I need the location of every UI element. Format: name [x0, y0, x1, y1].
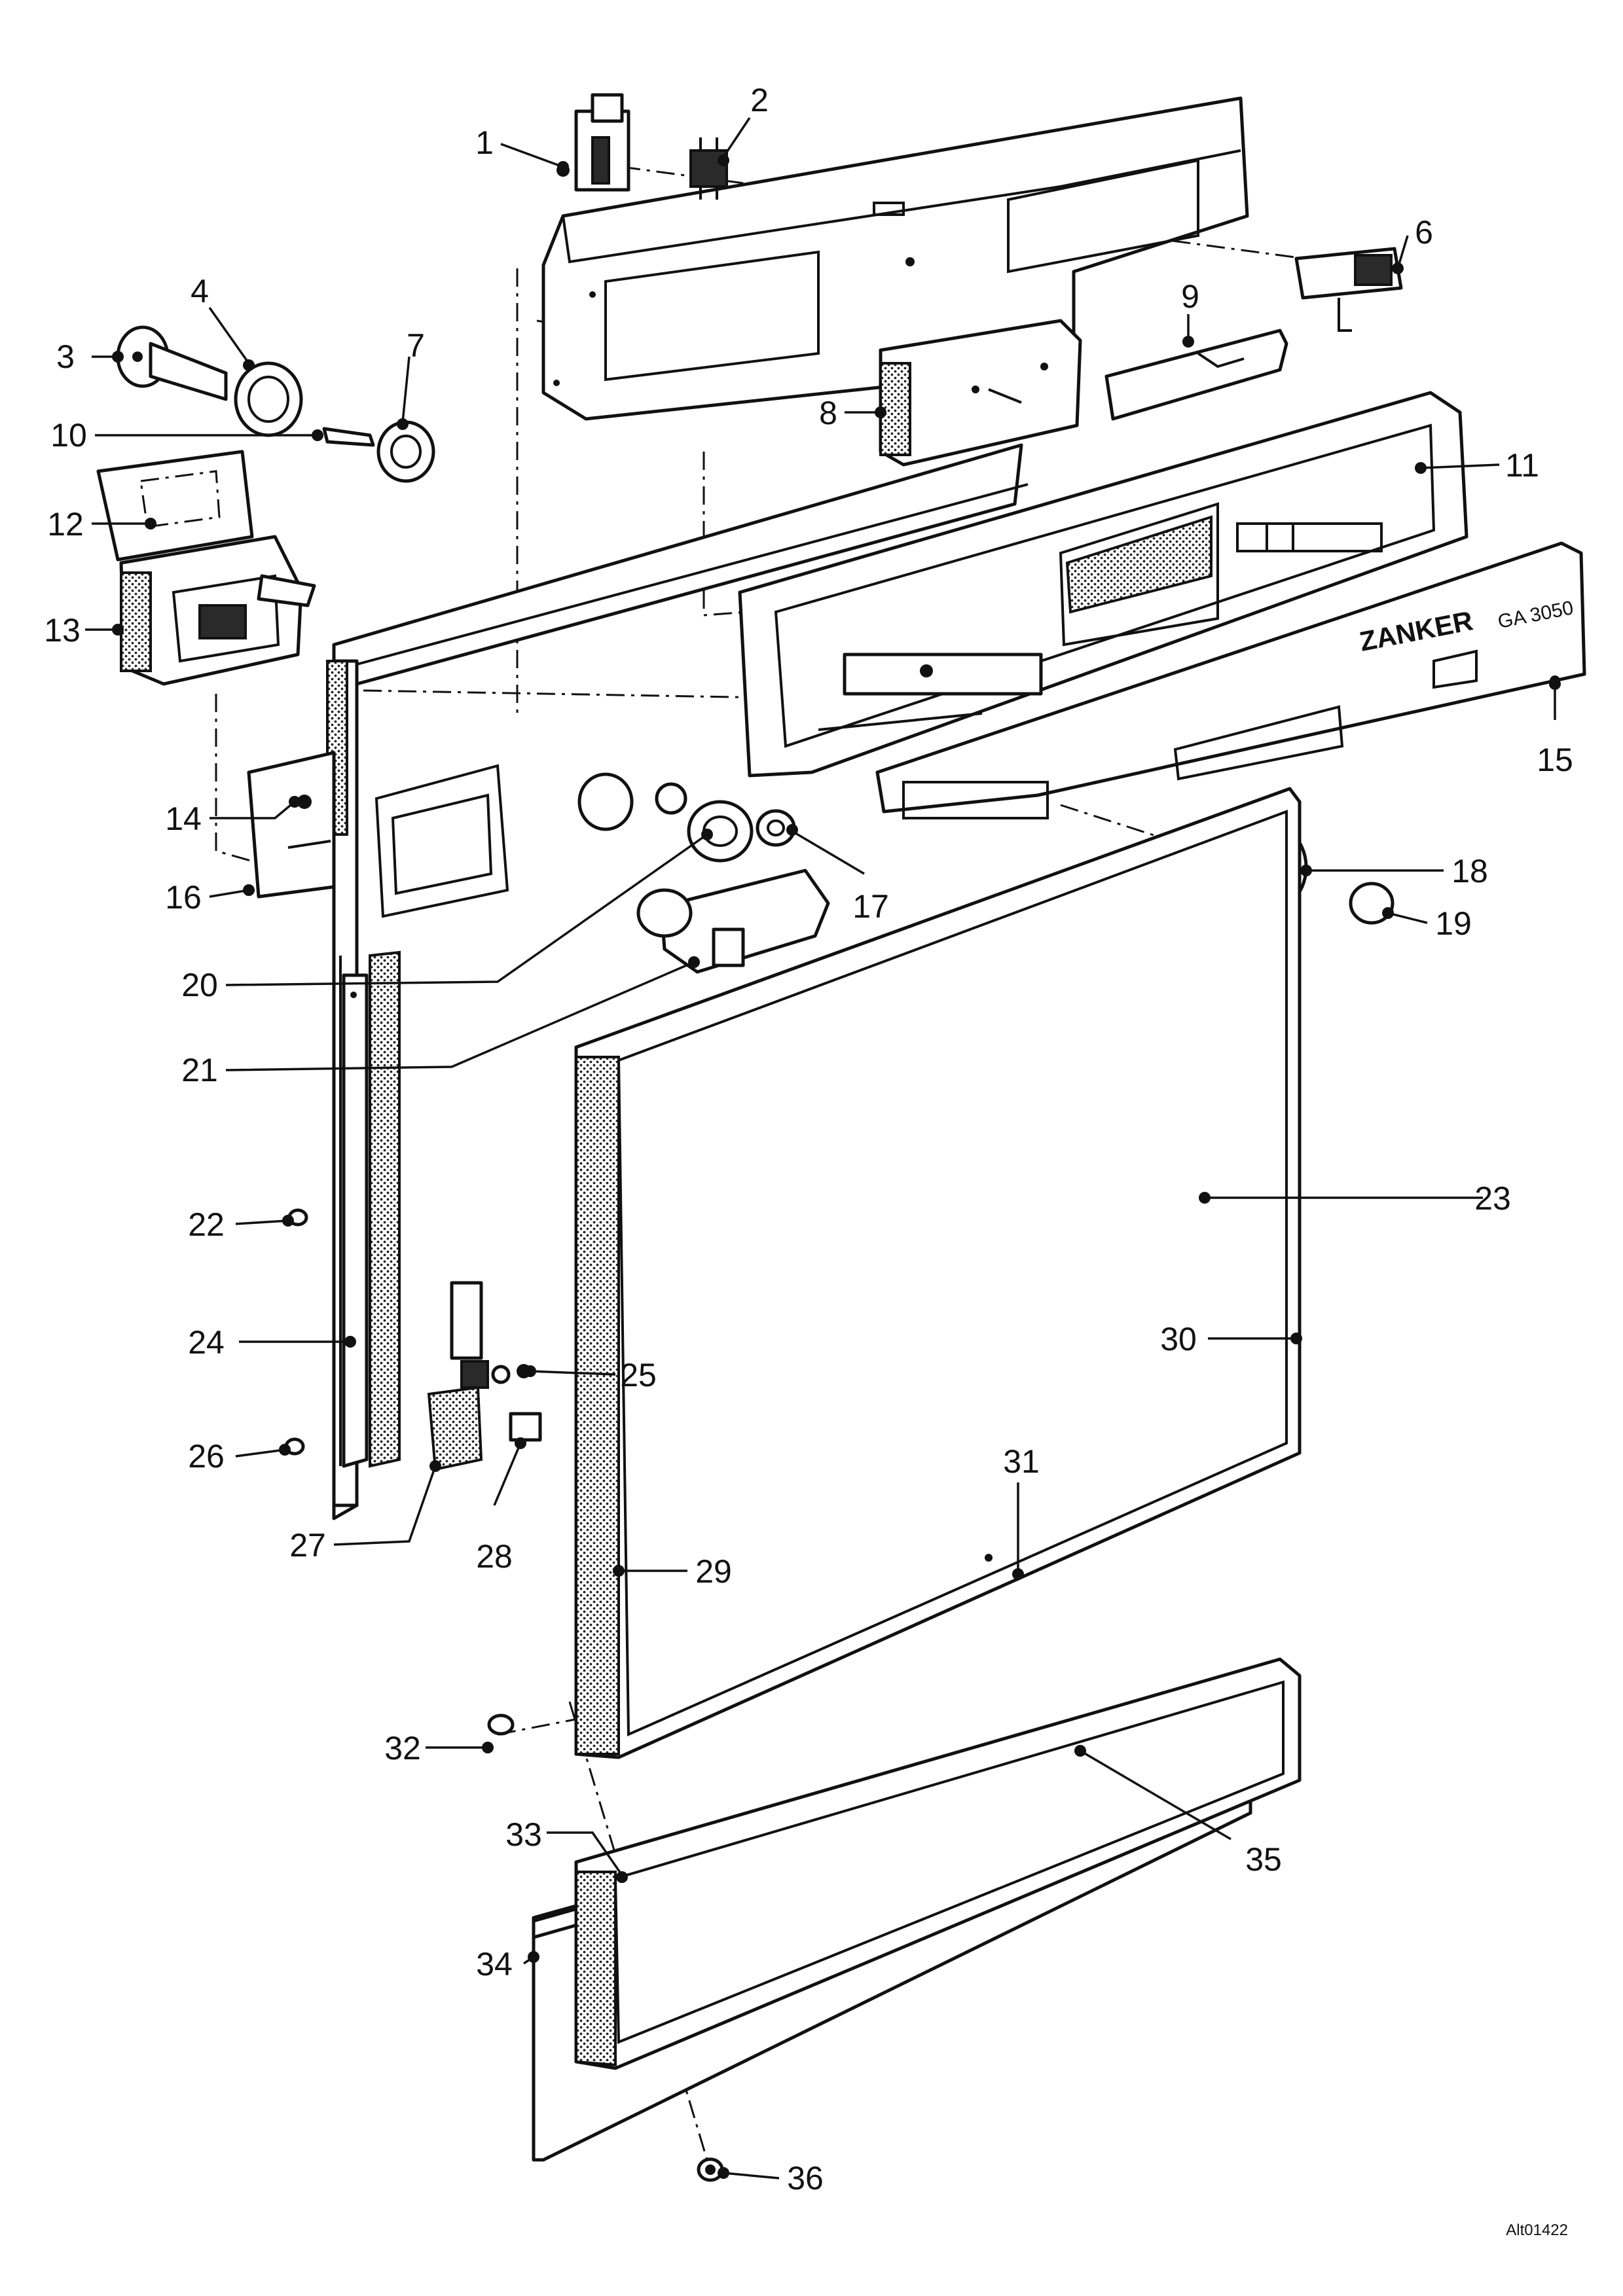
callout-1: 1	[475, 124, 494, 161]
callout-19: 19	[1435, 905, 1472, 942]
callout-32: 32	[384, 1730, 421, 1767]
callout-2: 2	[750, 82, 769, 118]
callout-23: 23	[1474, 1180, 1511, 1217]
callout-11: 11	[1505, 447, 1539, 484]
rocker-switch-part	[1294, 247, 1403, 332]
callout-20: 20	[181, 967, 218, 1003]
door-switch-part	[556, 93, 630, 192]
callout-33: 33	[505, 1816, 542, 1853]
indicator-lamp-assembly	[577, 772, 830, 974]
hinge-plate	[247, 751, 336, 899]
callout-14: 14	[165, 800, 202, 837]
callout-4: 4	[191, 273, 209, 310]
callout-27: 27	[289, 1527, 326, 1564]
callout-7: 7	[407, 327, 425, 364]
callout-9: 9	[1181, 278, 1199, 315]
kick-plate-assembly	[532, 1657, 1302, 2182]
callout-8: 8	[819, 395, 837, 431]
cover-plate-part	[1104, 329, 1288, 421]
callout-29: 29	[695, 1553, 732, 1590]
callout-21: 21	[181, 1052, 218, 1088]
callout-10: 10	[50, 417, 87, 454]
callout-numbers: 1 2 3 4 6 7 8 9 10 11 12 13 14 15 16 17 …	[44, 82, 1573, 2197]
control-panel-frame	[738, 391, 1468, 778]
program-timer-part	[879, 319, 1082, 467]
leader-lines	[85, 117, 1556, 2179]
front-fascia: ZANKER GA 3050	[875, 541, 1586, 819]
callout-30: 30	[1160, 1321, 1197, 1357]
drawing-code: Alt01422	[1506, 2221, 1568, 2239]
callout-28: 28	[476, 1538, 513, 1575]
callout-24: 24	[188, 1324, 225, 1361]
callout-34: 34	[476, 1946, 513, 1982]
side-rail	[342, 973, 369, 1468]
knob-assembly	[116, 325, 435, 483]
callout-16: 16	[165, 879, 202, 916]
callout-3: 3	[56, 338, 75, 375]
callout-17: 17	[852, 888, 889, 925]
callout-25: 25	[620, 1357, 657, 1393]
callout-35: 35	[1245, 1841, 1282, 1878]
detergent-dispenser	[96, 450, 316, 686]
leader-dots	[112, 154, 1561, 2179]
callout-36: 36	[787, 2160, 824, 2197]
outer-door-panel	[574, 787, 1302, 1759]
callout-31: 31	[1003, 1443, 1040, 1480]
callout-13: 13	[44, 612, 81, 649]
callout-22: 22	[188, 1206, 225, 1243]
callout-26: 26	[188, 1438, 225, 1475]
latch-assembly	[284, 1208, 542, 1736]
callout-6: 6	[1415, 214, 1433, 251]
callout-15: 15	[1537, 742, 1573, 778]
callout-12: 12	[47, 506, 84, 543]
callout-18: 18	[1451, 853, 1488, 889]
